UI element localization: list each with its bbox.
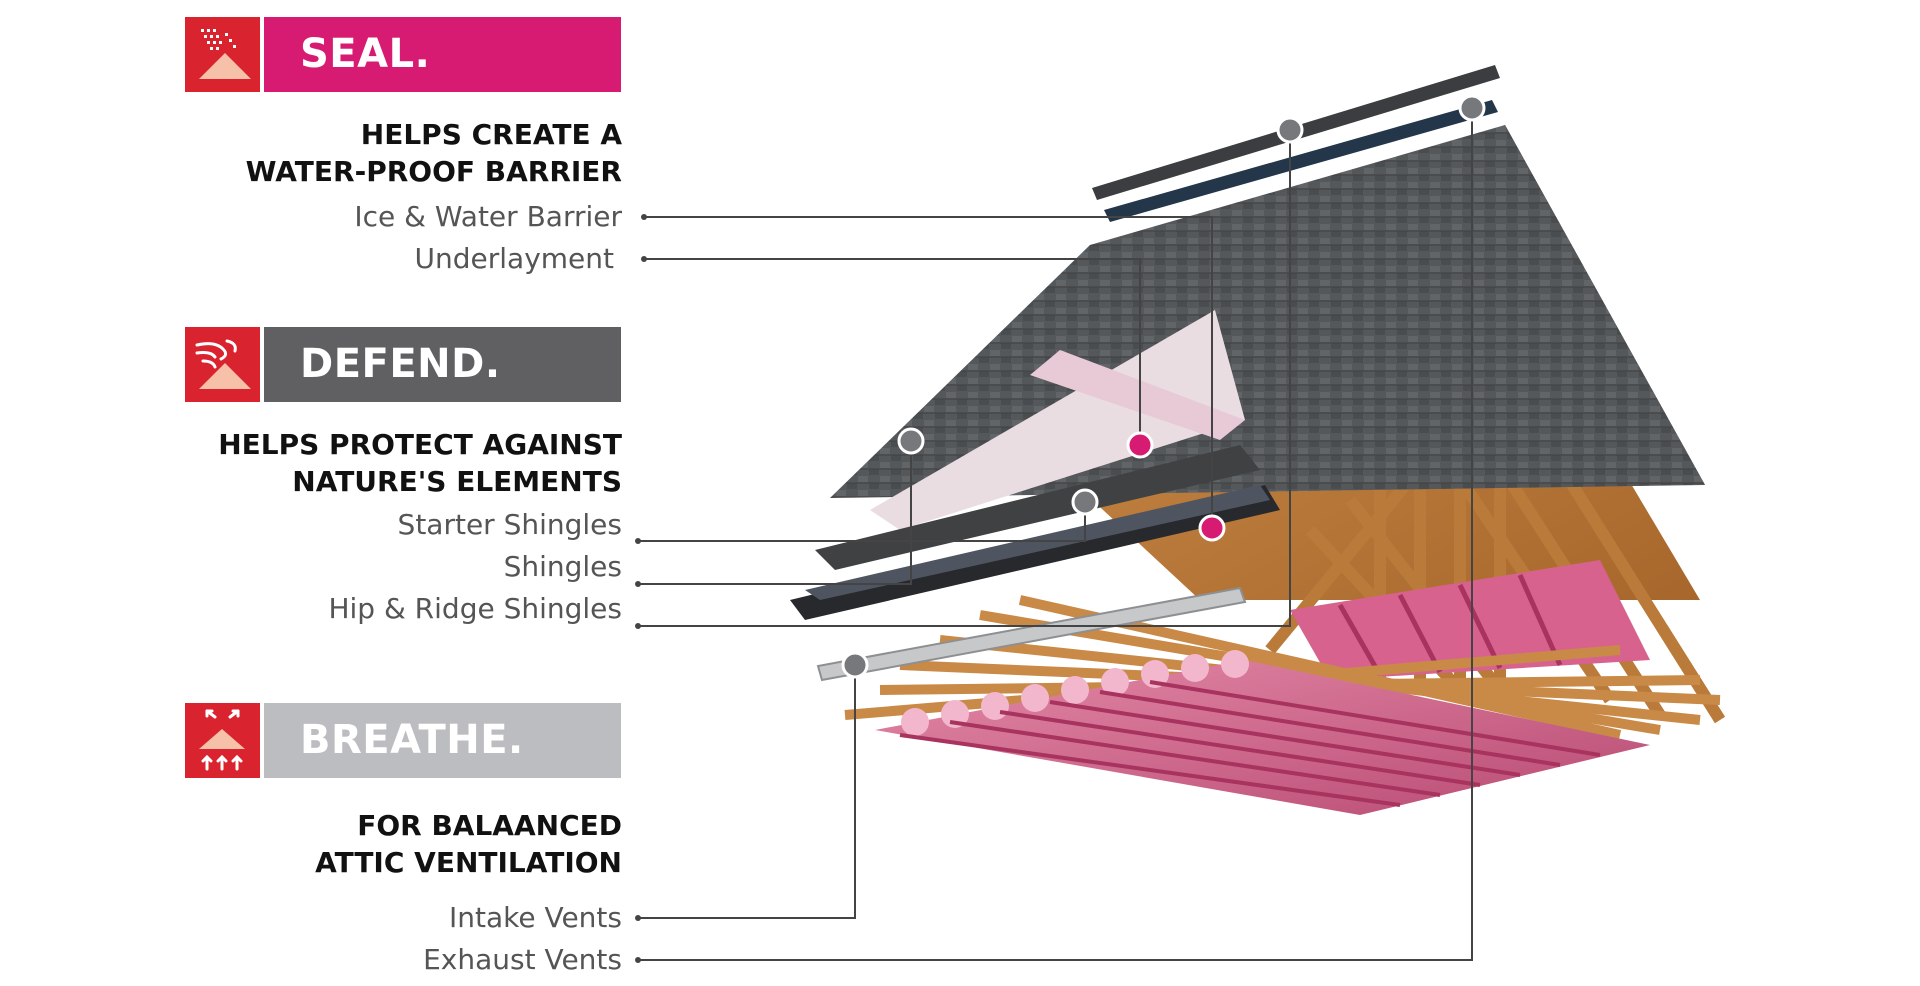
label-shingles: Shingles bbox=[503, 550, 622, 583]
shingle-field bbox=[830, 125, 1705, 498]
leader-underlayment bbox=[644, 258, 1141, 445]
marker-exhaust-vents bbox=[1458, 94, 1486, 122]
wind-on-roof-icon bbox=[185, 327, 260, 402]
marker-starter-shingles bbox=[1071, 488, 1099, 516]
ice-water-barrier-layer bbox=[790, 485, 1280, 620]
attic-insulation bbox=[1290, 560, 1650, 680]
label-starter-shingles: Starter Shingles bbox=[397, 508, 622, 541]
leader-shingles bbox=[638, 441, 912, 585]
rain-on-roof-icon bbox=[185, 17, 260, 92]
insulation-batts bbox=[875, 650, 1650, 815]
seal-title: SEAL. bbox=[264, 17, 621, 92]
marker-underlayment bbox=[1126, 431, 1154, 459]
breathe-heading: FOR BALAANCED ATTIC VENTILATION bbox=[315, 809, 622, 879]
leader-intake-vents bbox=[638, 665, 856, 919]
defend-title: DEFEND. bbox=[264, 327, 621, 402]
marker-intake-vents bbox=[841, 651, 869, 679]
airflow-roof-icon bbox=[185, 703, 260, 778]
label-exhaust-vents: Exhaust Vents bbox=[423, 943, 622, 976]
label-ice-water-barrier: Ice & Water Barrier bbox=[354, 200, 622, 233]
seal-banner: SEAL. bbox=[185, 17, 621, 92]
defend-heading: HELPS PROTECT AGAINST NATURE'S ELEMENTS bbox=[218, 428, 622, 498]
marker-hip-ridge-shingles bbox=[1276, 116, 1304, 144]
marker-ice-water-barrier bbox=[1198, 514, 1226, 542]
leader-exhaust-vents bbox=[638, 108, 1473, 961]
defend-banner: DEFEND. bbox=[185, 327, 621, 402]
label-intake-vents: Intake Vents bbox=[448, 901, 622, 934]
underlayment-layer bbox=[870, 310, 1245, 530]
starter-shingle-layer bbox=[815, 445, 1260, 570]
marker-shingles bbox=[897, 427, 925, 455]
leader-hip-ridge-shingles bbox=[638, 130, 1291, 627]
label-underlayment: Underlayment bbox=[414, 242, 615, 275]
breathe-title: BREATHE. bbox=[264, 703, 621, 778]
intake-vent bbox=[816, 586, 1247, 682]
leader-lines bbox=[638, 108, 1473, 961]
seal-heading: HELPS CREATE A WATER-PROOF BARRIER bbox=[245, 118, 622, 188]
breathe-banner: BREATHE. bbox=[185, 703, 621, 778]
layer-markers bbox=[841, 94, 1486, 679]
leader-ice-water-barrier bbox=[644, 216, 1213, 528]
label-hip-ridge-shingles: Hip & Ridge Shingles bbox=[328, 592, 622, 625]
